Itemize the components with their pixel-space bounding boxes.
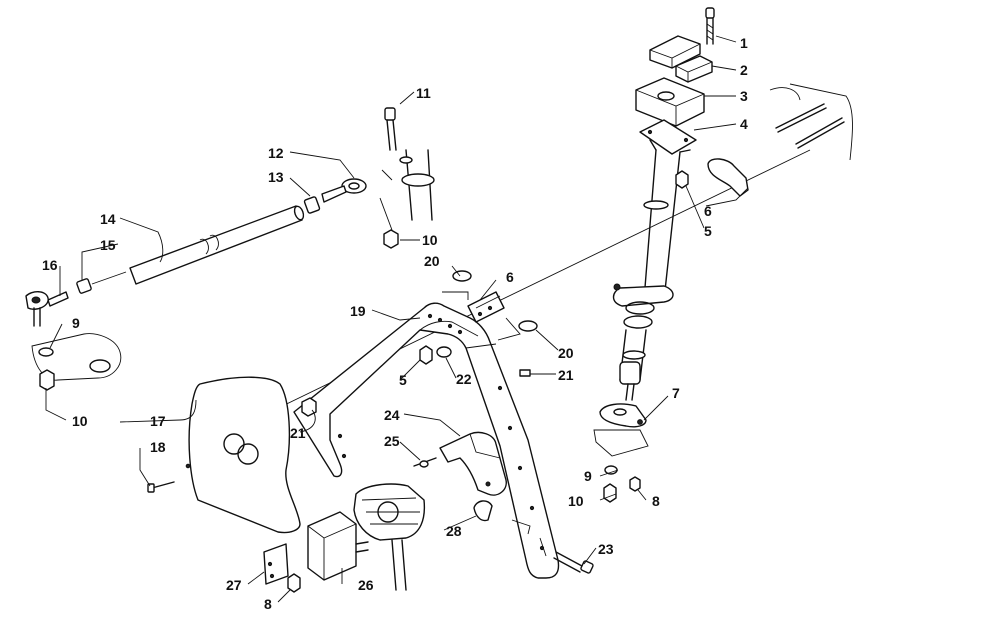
callout-10-tierod: 10	[72, 413, 88, 429]
callout-10-column: 10	[422, 232, 438, 248]
callout-13: 13	[268, 169, 284, 185]
callout-19: 19	[350, 303, 366, 319]
callout-9-post: 9	[584, 468, 592, 484]
callout-25: 25	[384, 433, 400, 449]
callout-27: 27	[226, 577, 242, 593]
callout-24: 24	[384, 407, 400, 423]
callout-26: 26	[358, 577, 374, 593]
steering-post	[593, 7, 749, 503]
callout-16: 16	[42, 257, 58, 273]
callout-18: 18	[150, 439, 166, 455]
callout-3: 3	[740, 88, 748, 104]
callout-20-top: 20	[424, 253, 440, 269]
callout-28: 28	[446, 523, 462, 539]
side-panel	[147, 376, 301, 534]
callout-labels: 1 2 3 4 5 5 6 6 7 8 8 9 9 10 10 10 11 12…	[42, 35, 748, 612]
regulator-assembly	[263, 483, 594, 593]
callout-1: 1	[740, 35, 748, 51]
callout-10-post: 10	[568, 493, 584, 509]
callout-21-left: 21	[290, 425, 306, 441]
callout-5-frame: 5	[399, 372, 407, 388]
callout-6-frame: 6	[506, 269, 514, 285]
callout-23: 23	[598, 541, 614, 557]
callout-5-post: 5	[704, 223, 712, 239]
frame-hardware	[301, 345, 531, 417]
callout-15: 15	[100, 237, 116, 253]
callout-8-regulator: 8	[264, 596, 272, 612]
callout-2: 2	[740, 62, 748, 78]
callout-4: 4	[740, 116, 748, 132]
mounting-bolts-right	[769, 83, 853, 161]
callout-11: 11	[416, 85, 431, 101]
callout-21-right: 21	[558, 367, 574, 383]
callout-9-tierod: 9	[72, 315, 80, 331]
callout-6-post: 6	[704, 203, 712, 219]
main-frame	[293, 302, 560, 579]
callout-14: 14	[100, 211, 116, 227]
callout-8-post: 8	[652, 493, 660, 509]
callout-7: 7	[672, 385, 680, 401]
leader-lines	[45, 35, 749, 603]
callout-17: 17	[150, 413, 166, 429]
callout-20-right: 20	[558, 345, 574, 361]
callout-22: 22	[456, 371, 472, 387]
tie-rod-assembly	[25, 107, 435, 391]
center-bracket	[413, 431, 507, 496]
callout-12: 12	[268, 145, 284, 161]
